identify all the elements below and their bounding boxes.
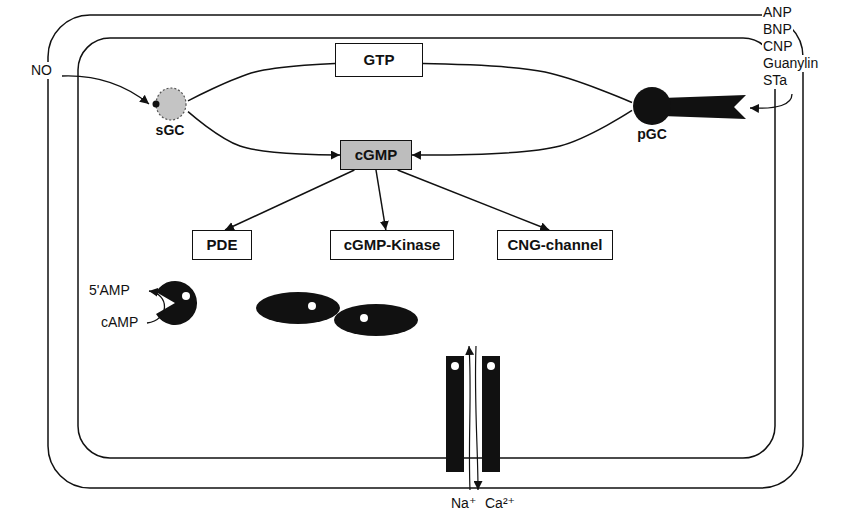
target-box: CNG-channel bbox=[497, 230, 613, 260]
ligand-label: Guanylin bbox=[762, 55, 819, 72]
node-label: cGMP bbox=[355, 146, 398, 163]
cgmp-site bbox=[451, 362, 459, 370]
ion-label: Na⁺ bbox=[450, 495, 477, 512]
node-label: GTP bbox=[364, 51, 395, 68]
channel-subunit bbox=[446, 356, 464, 472]
channel-subunit bbox=[482, 356, 500, 472]
ligand-arrow bbox=[750, 94, 792, 108]
messenger-label: NO bbox=[30, 62, 53, 79]
node-label: PDE bbox=[207, 236, 238, 253]
cgmp-site bbox=[487, 362, 495, 370]
pathway-arrow bbox=[423, 63, 632, 102]
no-arrow bbox=[62, 76, 149, 104]
nucleotide-label: 5'AMP bbox=[88, 282, 131, 299]
cgmp-site bbox=[182, 292, 190, 300]
ligand-label: ANP bbox=[762, 4, 793, 21]
cgmp-site bbox=[308, 302, 316, 310]
pathway-arrow bbox=[188, 112, 340, 155]
ion-flow-arrow bbox=[469, 346, 470, 490]
messenger-box: cGMP bbox=[340, 140, 412, 170]
ion-label: Ca²⁺ bbox=[484, 495, 516, 512]
pathway-arrow bbox=[225, 170, 354, 230]
inner-membrane bbox=[78, 38, 775, 458]
hydrolysis-arrow bbox=[147, 291, 165, 323]
receptor-shape bbox=[632, 86, 672, 126]
pathway-arrow bbox=[188, 63, 335, 100]
ion-flow-arrow bbox=[475, 346, 478, 490]
node-label: cGMP-Kinase bbox=[344, 236, 441, 253]
receptor-stalk bbox=[662, 95, 746, 119]
cgmp-site bbox=[360, 314, 368, 322]
pathway-arrow bbox=[398, 170, 550, 230]
pathway-arrow bbox=[412, 110, 632, 155]
pde-enzyme bbox=[156, 281, 197, 325]
pathway-arrow bbox=[376, 170, 386, 230]
outer-membrane bbox=[48, 15, 803, 488]
nucleotide-label: cAMP bbox=[100, 314, 139, 331]
target-box: cGMP-Kinase bbox=[330, 230, 454, 260]
ligand-label: CNP bbox=[762, 38, 794, 55]
kinase-subunit bbox=[334, 304, 418, 336]
kinase-subunit bbox=[256, 292, 340, 324]
ligand-label: STa bbox=[762, 72, 788, 89]
heme-dot bbox=[153, 101, 160, 108]
substrate-box: GTP bbox=[335, 43, 423, 77]
particulate-cyclase: pGC bbox=[631, 86, 673, 143]
node-label: sGC bbox=[156, 122, 185, 138]
soluble-cyclase: sGC bbox=[150, 86, 190, 139]
receptor-head bbox=[633, 87, 671, 125]
node-label: CNG-channel bbox=[507, 236, 602, 253]
node-label: pGC bbox=[637, 126, 667, 142]
target-box: PDE bbox=[192, 230, 252, 260]
cyclase-body bbox=[156, 88, 186, 120]
ligand-label: BNP bbox=[762, 21, 793, 38]
cyclase-shape bbox=[152, 86, 188, 122]
